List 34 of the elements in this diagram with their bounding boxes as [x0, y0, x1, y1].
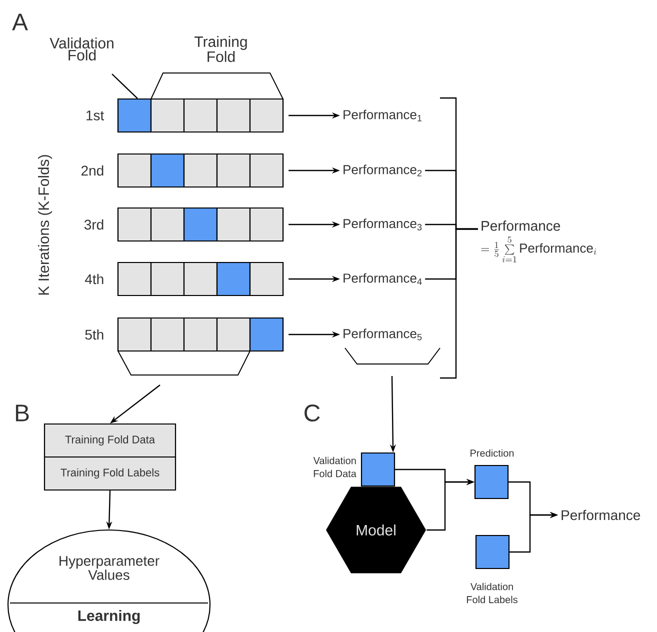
performance-title: Performance [482, 220, 560, 231]
performance-text: Performance$_{2}$ [344, 164, 422, 176]
data-square [360, 452, 396, 487]
fold-caption: Training Fold [194, 36, 247, 62]
row-label: 2nd [81, 165, 104, 176]
performance-text: Performance [562, 510, 640, 520]
performance-text: Performance$_{5}$ [344, 328, 422, 340]
panel-letter: B [16, 404, 29, 422]
fold-row [117, 317, 284, 352]
data-box: Training Fold Data [44, 423, 176, 458]
fold-row [117, 153, 284, 188]
row-label: 1st [86, 110, 104, 120]
row-label: 5th [85, 329, 104, 340]
label-square [475, 534, 510, 570]
fold-row [117, 98, 284, 133]
panel-letter: C [304, 404, 320, 422]
fold-row [117, 262, 284, 296]
panel-letter: A [12, 14, 28, 30]
performance-text: Performance$_{3}$ [344, 218, 422, 230]
square-caption: Prediction [470, 449, 514, 457]
square-caption: Validation Fold Data [313, 456, 356, 478]
fold-row [117, 207, 284, 242]
data-box: Training Fold Labels [44, 456, 176, 491]
prediction-square [474, 464, 509, 500]
model-hexagon: Model [326, 486, 426, 574]
performance-text: Performance$_{1}$ [344, 110, 422, 122]
axis-title: K Iterations (K-Folds) [38, 155, 52, 295]
row-label: 3rd [84, 219, 104, 230]
average-formula: $=\frac{1}{5}\sum\limits_{i=1}^{5}\mathrm{Performance}_{i}$ [481, 236, 596, 262]
row-label: 4th [84, 274, 104, 284]
bracket-line [440, 228, 478, 379]
fold-caption: Validation Fold [50, 38, 114, 60]
performance-text: Performance$_{4}$ [344, 273, 422, 285]
square-caption: Validation Fold Labels [466, 582, 518, 604]
